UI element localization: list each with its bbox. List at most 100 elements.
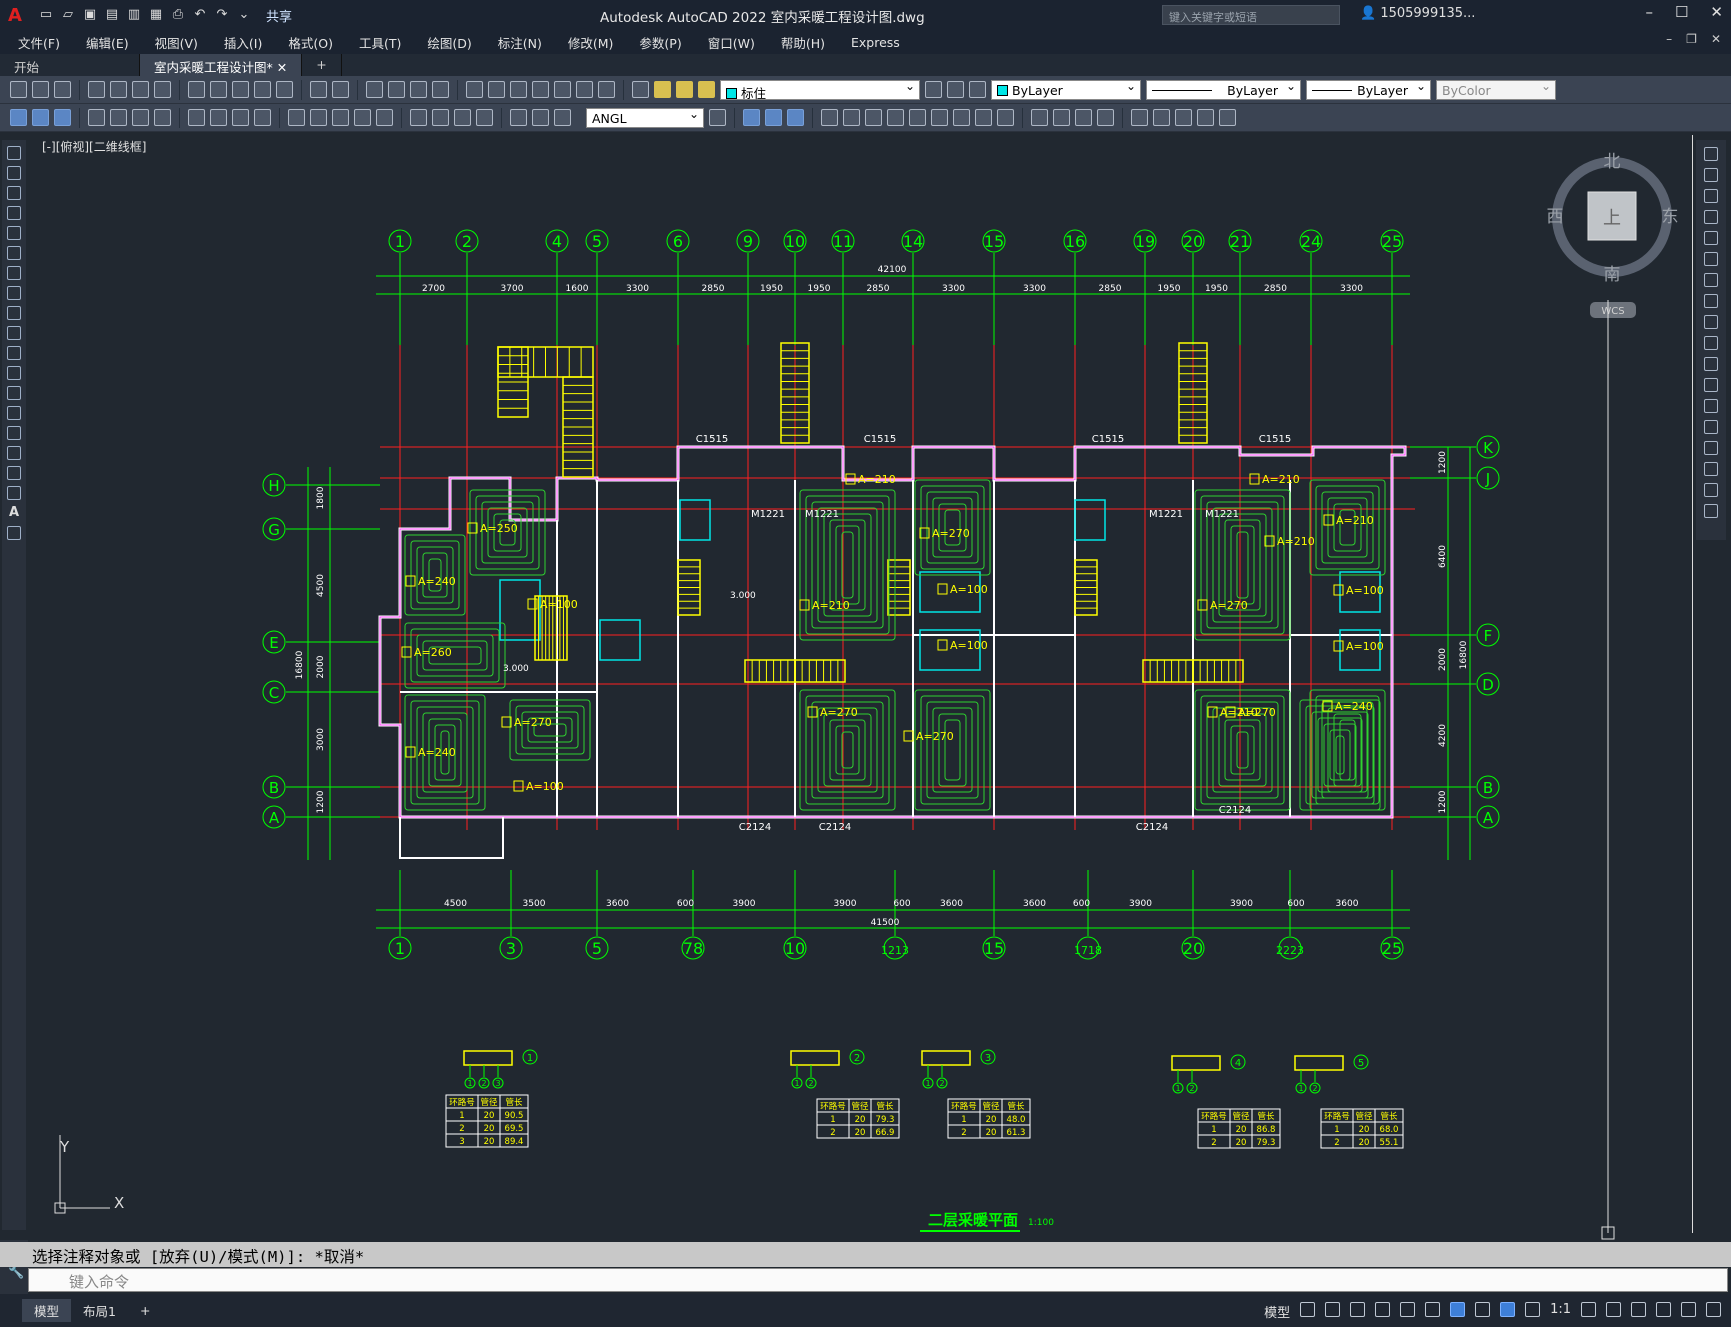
dim-radius-icon[interactable] [188, 109, 205, 126]
new-icon[interactable]: ▭ [39, 7, 53, 22]
minimize-icon[interactable]: – [1645, 3, 1653, 21]
fillet-tool-icon[interactable] [1704, 462, 1718, 476]
auto-scale-icon[interactable] [1525, 1302, 1541, 1317]
doc-minimize-icon[interactable]: – [1666, 32, 1673, 46]
polar-icon[interactable] [1375, 1302, 1391, 1317]
xref-icon[interactable] [1175, 109, 1192, 126]
ucs-3point-icon[interactable] [997, 109, 1014, 126]
tolerance-icon[interactable] [410, 109, 427, 126]
print-icon[interactable] [88, 81, 105, 98]
block-editor-icon[interactable] [276, 81, 293, 98]
viewcube[interactable]: 上 北 南 东 西 WCS [1547, 152, 1679, 318]
zoom-previous-icon[interactable] [432, 81, 449, 98]
isodraft-icon[interactable] [1400, 1302, 1416, 1317]
markup-icon[interactable] [554, 81, 571, 98]
jogged-linear-icon[interactable] [476, 109, 493, 126]
join-tool-icon[interactable] [1704, 420, 1718, 434]
doc-restore-icon[interactable]: ❐ [1686, 32, 1697, 46]
layer-dropdown[interactable]: 标住 [720, 79, 920, 101]
ortho-icon[interactable] [1350, 1302, 1366, 1317]
rectangle-tool-icon[interactable] [7, 226, 21, 240]
center-mark-icon[interactable] [432, 109, 449, 126]
dim-space-icon[interactable] [354, 109, 371, 126]
dim-angular-icon[interactable] [254, 109, 271, 126]
cut-icon[interactable] [188, 81, 205, 98]
make-current-layer-icon[interactable] [925, 81, 942, 98]
ucs-view-icon[interactable] [931, 109, 948, 126]
layer-unlock-icon[interactable] [698, 81, 715, 98]
design-center-icon[interactable] [488, 81, 505, 98]
scale-tool-icon[interactable] [1704, 294, 1718, 308]
snap-icon[interactable] [1325, 1302, 1341, 1317]
trim-tool-icon[interactable] [1704, 336, 1718, 350]
ole-icon[interactable] [1219, 109, 1236, 126]
model-space-button[interactable]: 模型 [1264, 1306, 1291, 1321]
clean-screen-icon[interactable] [1681, 1302, 1696, 1317]
undo-icon[interactable]: ↶ [194, 7, 206, 22]
zoom-realtime-icon[interactable] [388, 81, 405, 98]
menu-dimension[interactable]: 标注(N) [497, 35, 542, 51]
ellipse-arc-tool-icon[interactable] [7, 346, 21, 360]
paste-icon[interactable] [232, 81, 249, 98]
view-back-icon[interactable] [765, 109, 782, 126]
menu-window[interactable]: 窗口(W) [707, 35, 755, 51]
ucs-object-icon[interactable] [909, 109, 926, 126]
rotate-tool-icon[interactable] [1704, 273, 1718, 287]
lineweight-dropdown[interactable]: ByLayer [1306, 79, 1431, 100]
tab-layout1[interactable]: 布局1 [83, 1304, 116, 1319]
customize-qat-icon[interactable]: ⌄ [238, 7, 250, 22]
open-icon[interactable]: ▱ [63, 7, 73, 22]
workspace-gear-icon[interactable] [1581, 1302, 1596, 1317]
redo-tb-icon[interactable] [332, 81, 349, 98]
color-dropdown[interactable]: ByLayer [991, 79, 1141, 100]
ucs-origin-icon[interactable] [953, 109, 970, 126]
dimstyle-icon[interactable] [709, 109, 726, 126]
blend-tool-icon[interactable] [1704, 483, 1718, 497]
dim-continue-icon[interactable] [332, 109, 349, 126]
revcloud-tool-icon[interactable] [7, 286, 21, 300]
save-as-icon[interactable]: ▤ [105, 7, 119, 22]
add-selected-tool-icon[interactable] [7, 526, 21, 540]
ucs-icon[interactable] [821, 109, 838, 126]
point-tool-icon[interactable] [7, 406, 21, 420]
quick-dim-icon[interactable] [288, 109, 305, 126]
dim-break-icon[interactable] [376, 109, 393, 126]
lights-icon[interactable] [1075, 109, 1092, 126]
xline-tool-icon[interactable] [7, 166, 21, 180]
region-tool-icon[interactable] [7, 466, 21, 480]
make-block-icon[interactable] [1153, 109, 1170, 126]
layer-thaw-icon[interactable] [676, 81, 693, 98]
array-tool-icon[interactable] [1704, 231, 1718, 245]
tool-palettes-icon[interactable] [510, 81, 527, 98]
layer-states-icon[interactable] [969, 81, 986, 98]
menu-edit[interactable]: 编辑(E) [85, 35, 129, 51]
circle-tool-icon[interactable] [7, 266, 21, 280]
qnew-icon[interactable] [10, 81, 27, 98]
ucs-face-icon[interactable] [887, 109, 904, 126]
dim-diameter-icon[interactable] [232, 109, 249, 126]
ellipse-tool-icon[interactable] [7, 326, 21, 340]
menu-tools[interactable]: 工具(T) [358, 35, 402, 51]
inspect-icon[interactable] [454, 109, 471, 126]
pan-icon[interactable] [366, 81, 383, 98]
3dprint-icon[interactable] [154, 81, 171, 98]
polyline-tool-icon[interactable] [7, 186, 21, 200]
mtext-tool-icon[interactable]: A [8, 505, 20, 520]
materials-icon[interactable] [1053, 109, 1070, 126]
annotation-scale[interactable]: 1:1 [1550, 1302, 1571, 1317]
tab-start[interactable]: 开始 [0, 54, 140, 76]
layer-properties-icon[interactable] [632, 81, 649, 98]
extend-tool-icon[interactable] [1704, 357, 1718, 371]
zoom-window-icon[interactable] [410, 81, 427, 98]
plotstyle-dropdown[interactable]: ByColor [1436, 79, 1556, 100]
dimstyle-dropdown[interactable]: ANGL [586, 107, 704, 128]
osnap-tracking-icon[interactable] [1425, 1302, 1441, 1317]
autocad-logo-icon[interactable]: A [8, 4, 22, 26]
dim-edit-icon[interactable] [510, 109, 527, 126]
dim-jogged-icon[interactable] [210, 109, 227, 126]
break-tool-icon[interactable] [1704, 399, 1718, 413]
calculator-icon[interactable] [576, 81, 593, 98]
ucs-world-icon[interactable] [843, 109, 860, 126]
viewport-controls[interactable]: [-][俯视][二维线框] [42, 140, 147, 154]
menu-help[interactable]: 帮助(H) [780, 35, 825, 51]
